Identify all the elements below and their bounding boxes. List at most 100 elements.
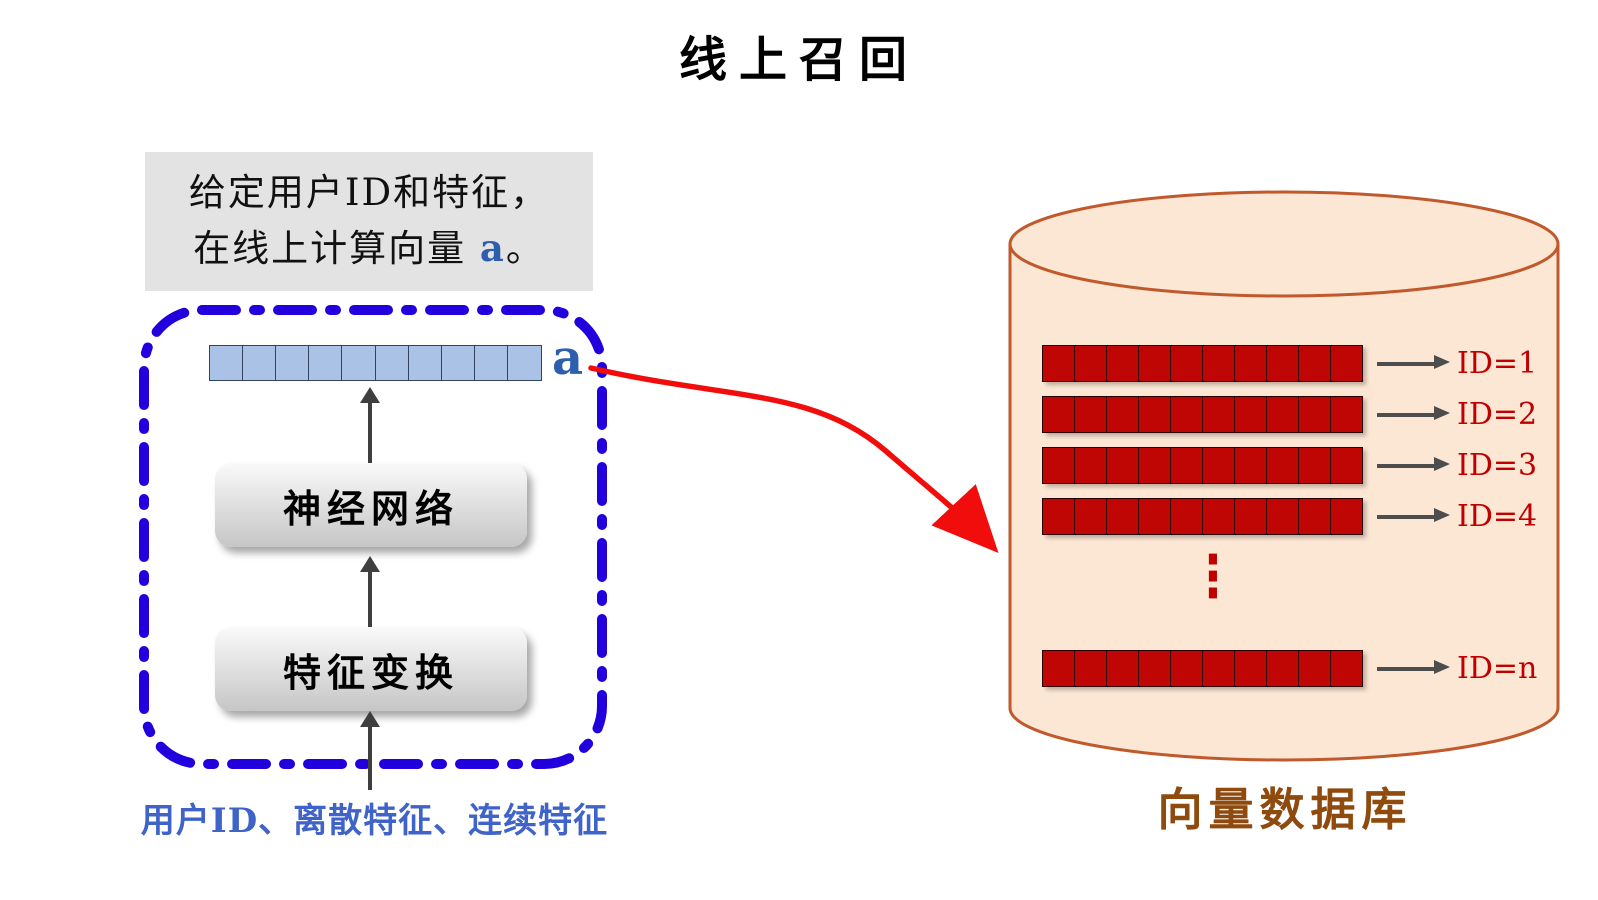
vector-cell — [1041, 650, 1075, 687]
output-vector — [208, 345, 543, 381]
vector-cell — [1201, 396, 1235, 433]
vector-cell — [341, 345, 377, 381]
vector-cell — [1329, 447, 1363, 484]
vector-cell — [1169, 396, 1203, 433]
vector-cell — [1041, 447, 1075, 484]
vector-cell — [1201, 345, 1235, 382]
vector-cell — [1137, 345, 1171, 382]
vector-cell — [1105, 447, 1139, 484]
stored-vector — [1041, 498, 1363, 535]
model-dashed-frame — [139, 305, 607, 769]
vector-cell — [1297, 396, 1331, 433]
vector-database-label: 向量数据库 — [1157, 783, 1413, 836]
note-line2-prefix: 在线上计算向量 — [193, 226, 480, 270]
vector-cell — [374, 345, 410, 381]
vector-cell — [1169, 650, 1203, 687]
row-arrow-icon — [1377, 659, 1450, 674]
vector-cell — [440, 345, 476, 381]
note-vector-symbol: a — [479, 225, 506, 270]
vector-cell — [1105, 498, 1139, 535]
vector-cell — [1233, 498, 1267, 535]
vector-cell — [1329, 345, 1363, 382]
vector-cell — [407, 345, 443, 381]
vector-cell — [1265, 650, 1299, 687]
db-ellipsis: ⋮ — [1190, 542, 1236, 610]
row-arrow-icon — [1377, 507, 1450, 522]
vector-cell — [1137, 498, 1171, 535]
red-query-arrow-icon — [588, 365, 999, 554]
vector-cell — [1297, 498, 1331, 535]
vector-cell — [1073, 396, 1107, 433]
vector-cell — [308, 345, 343, 381]
stored-vector — [1041, 345, 1363, 382]
vector-cell — [1073, 650, 1107, 687]
arrow-feature-to-nn-icon — [368, 571, 372, 627]
vector-cell — [1137, 396, 1171, 433]
vector-cell — [1041, 498, 1075, 535]
stored-vector — [1041, 396, 1363, 433]
db-vector-row: ID=1 — [1041, 345, 1538, 382]
vector-cell — [1169, 447, 1203, 484]
vector-cell — [1297, 447, 1331, 484]
input-features-label: 用户ID、离散特征、连续特征 — [140, 801, 609, 841]
vector-cell — [1201, 447, 1235, 484]
row-arrow-icon — [1377, 405, 1450, 420]
vector-cell — [1041, 345, 1075, 382]
note-line1: 给定用户ID和特征， — [188, 171, 550, 214]
vector-cell — [1073, 498, 1107, 535]
vector-cell — [1105, 345, 1139, 382]
vector-cell — [1329, 396, 1363, 433]
row-id-label: ID=n — [1457, 651, 1538, 686]
row-arrow-icon — [1377, 354, 1450, 369]
db-vector-row: ID=n — [1041, 650, 1538, 687]
row-id-label: ID=2 — [1457, 397, 1538, 432]
diagram-title: 线上召回 — [678, 32, 919, 88]
vector-cell — [1329, 498, 1363, 535]
vector-cell — [1105, 650, 1139, 687]
vector-cell — [1265, 447, 1299, 484]
note-line2-suffix: 。 — [505, 226, 545, 270]
row-arrow-icon — [1377, 456, 1450, 471]
row-id-label: ID=3 — [1457, 448, 1538, 483]
db-last-vector-row: ID=n — [1041, 650, 1538, 687]
vector-cell — [1233, 396, 1267, 433]
db-vector-row: ID=4 — [1041, 498, 1538, 535]
vector-cell — [1297, 345, 1331, 382]
arrow-nn-to-vector-icon — [368, 402, 372, 463]
db-vector-row: ID=3 — [1041, 447, 1538, 484]
stored-vector — [1041, 447, 1363, 484]
vector-cell — [241, 345, 277, 381]
vector-cell — [1265, 345, 1299, 382]
vector-cell — [1233, 447, 1267, 484]
vector-cell — [1137, 447, 1171, 484]
vector-cell — [1169, 345, 1203, 382]
vector-cell — [1265, 396, 1299, 433]
vector-cell — [474, 345, 509, 381]
vector-cell — [1073, 345, 1107, 382]
vector-cell — [1073, 447, 1107, 484]
vector-cell — [1201, 498, 1235, 535]
row-id-label: ID=4 — [1457, 499, 1538, 534]
feature-transform-box: 特征变换 — [215, 627, 527, 711]
vector-cell — [1329, 650, 1363, 687]
db-vector-row: ID=2 — [1041, 396, 1538, 433]
neural-network-box: 神经网络 — [215, 463, 527, 547]
vector-cell — [1169, 498, 1203, 535]
row-id-label: ID=1 — [1457, 346, 1538, 381]
note-box: 给定用户ID和特征， 在线上计算向量 a。 — [145, 152, 593, 291]
output-vector-label: a — [552, 330, 584, 386]
vector-cell — [507, 345, 543, 381]
vector-cell — [1041, 396, 1075, 433]
vector-cell — [1233, 345, 1267, 382]
vector-cell — [208, 345, 244, 381]
arrow-input-to-feature-icon — [368, 726, 372, 790]
vector-cell — [1137, 650, 1171, 687]
stored-vector — [1041, 650, 1363, 687]
vector-cell — [1233, 650, 1267, 687]
vector-cell — [274, 345, 310, 381]
vector-cell — [1105, 396, 1139, 433]
vector-cell — [1201, 650, 1235, 687]
vector-cell — [1297, 650, 1331, 687]
